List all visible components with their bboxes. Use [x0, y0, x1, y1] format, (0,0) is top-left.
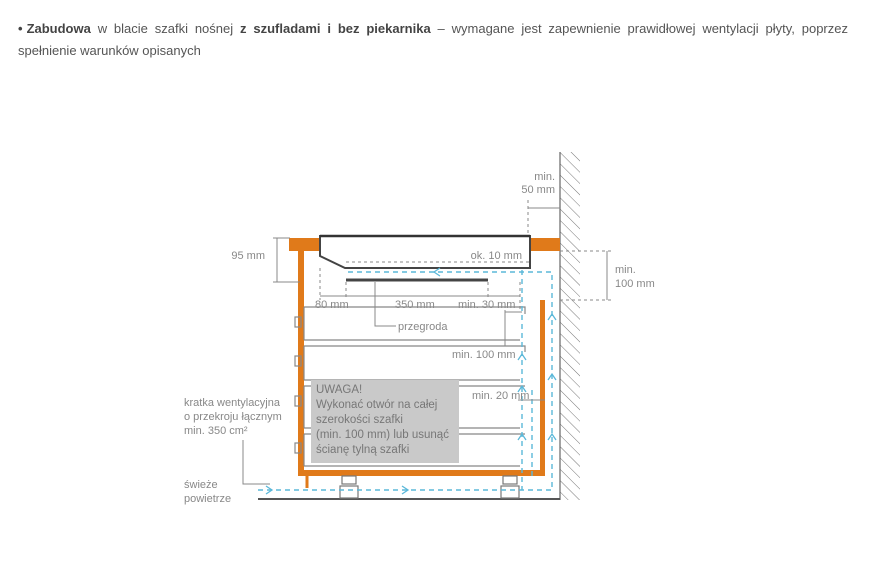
dim-80: 80 mm: [315, 299, 349, 311]
wall: [559, 152, 580, 500]
hob: [319, 234, 531, 269]
dim-min30: min. 30 mm: [458, 299, 515, 311]
dim-ok10: ok. 10 mm: [471, 250, 522, 262]
label-swieze-line1: świeże: [184, 479, 218, 491]
dim-min100-right-line1: min.: [615, 264, 636, 276]
worktop: [289, 238, 560, 251]
bullet: •: [18, 21, 23, 36]
dimension-lines: [242, 200, 612, 485]
intro-paragraph: •Zabudowa w blacie szafki nośnej z szufl…: [18, 18, 848, 62]
warning-line-3: (min. 100 mm) lub usunąć: [316, 429, 449, 441]
label-swieze-line2: powietrze: [184, 493, 231, 505]
warning-box: [311, 380, 459, 463]
dim-min50-line1: min.: [534, 171, 555, 183]
cabinet-back-panel: [540, 300, 545, 475]
dim-min50-line2: 50 mm: [521, 184, 555, 196]
intro-bold-drawers: z szufladami i bez piekarnika: [240, 21, 431, 36]
dim-350: 350 mm: [395, 299, 435, 311]
warning-title: UWAGA!: [316, 384, 362, 396]
dim-min100-right-line2: 100 mm: [615, 278, 655, 290]
intro-text-2: – wymagane jest zapewnienie prawidłowej …: [18, 21, 848, 58]
label-kratka-line2: o przekroju łącznym: [184, 411, 282, 423]
label-przegroda: przegroda: [398, 321, 448, 333]
airflow-path: [258, 270, 553, 491]
warning-line-2: szerokości szafki: [316, 414, 403, 426]
airflow-arrows: [265, 267, 557, 495]
cabinet-feet: [305, 475, 520, 499]
intro-bold-zabudowa: Zabudowa: [26, 21, 91, 36]
label-kratka-line1: kratka wentylacyjna: [184, 397, 281, 409]
warning-line-4: ścianę tylną szafki: [316, 444, 409, 456]
dim-95: 95 mm: [231, 250, 265, 262]
label-kratka-line3: min. 350 cm²: [184, 425, 248, 437]
intro-text-1: w blacie szafki nośnej: [90, 21, 240, 36]
cabinet-bottom: [298, 470, 545, 476]
warning-line-1: Wykonać otwór na całej: [316, 399, 437, 411]
dim-min100-mid: min. 100 mm: [452, 349, 516, 361]
dim-min20: min. 20 mm: [472, 390, 529, 402]
